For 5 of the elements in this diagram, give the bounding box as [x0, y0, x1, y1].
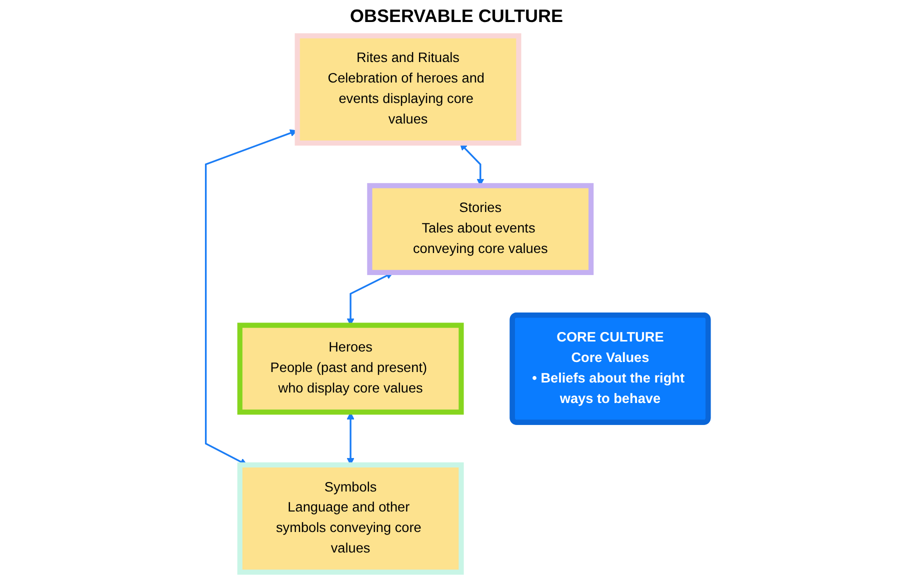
node-box: Rites and Rituals Celebration of heroes and events displaying core values: [294, 33, 521, 146]
diagram-title: OBSERVABLE CULTURE: [348, 5, 564, 28]
node-box: Heroes People (past and present) who display core values: [236, 322, 464, 415]
node-box: Symbols Language and other symbols conveying core values: [236, 462, 464, 575]
node-box: Stories Tales about events conveying core values: [366, 183, 594, 276]
